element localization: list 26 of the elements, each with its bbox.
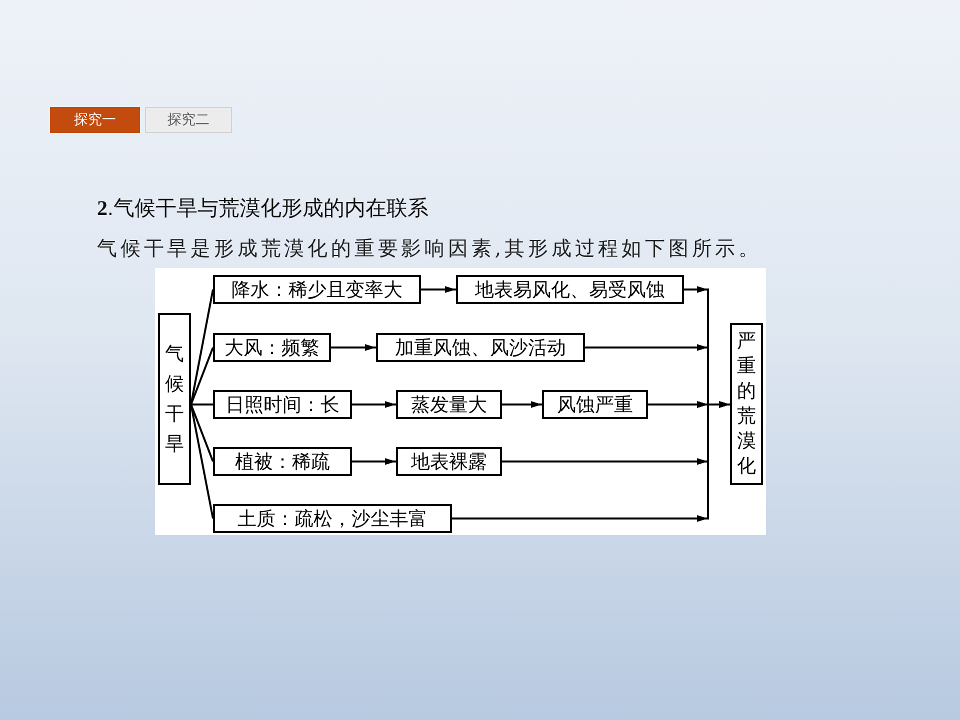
connector-line <box>191 404 213 406</box>
text-box: 日照时间：长 <box>213 390 352 419</box>
intro-text: 气候干旱是形成荒漠化的重要影响因素,其形成过程如下图所示。 <box>97 235 762 261</box>
tab: 探究一 <box>50 107 140 133</box>
arrow <box>502 401 542 408</box>
text-box: 降水：稀少且变率大 <box>213 275 421 304</box>
text-box: 地表易风化、易受风蚀 <box>456 275 684 304</box>
connector-line <box>190 404 214 519</box>
tab: 探究二 <box>145 107 232 133</box>
arrow <box>352 458 396 465</box>
text-box: 土质：疏松，沙尘丰富 <box>213 504 452 533</box>
connector-line <box>190 347 214 405</box>
arrow <box>421 286 456 293</box>
arrow <box>331 344 376 351</box>
text-box: 植被：稀疏 <box>213 447 352 476</box>
text-box: 风蚀严重 <box>542 390 648 419</box>
text-box: 地表裸露 <box>396 447 502 476</box>
vertical-text-box: 严重的荒漠化 <box>730 323 763 485</box>
vertical-text-box: 气候干旱 <box>158 313 191 485</box>
arrow <box>352 401 396 408</box>
text-box: 蒸发量大 <box>396 390 502 419</box>
text-box: 大风：频繁 <box>213 333 331 362</box>
arrow <box>452 401 730 522</box>
connector-line <box>190 404 214 462</box>
heading: 2.气候干旱与荒漠化形成的内在联系 <box>97 195 428 222</box>
text-box: 加重风蚀、风沙活动 <box>376 333 585 362</box>
